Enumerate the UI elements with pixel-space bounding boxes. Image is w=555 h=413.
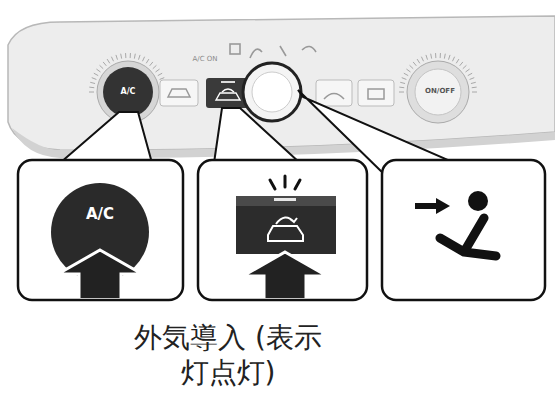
ac-button-callout bbox=[58, 250, 142, 298]
dial-ticks bbox=[421, 57, 423, 62]
dial-ticks bbox=[463, 65, 467, 68]
recirculation-button-callout bbox=[284, 176, 287, 187]
mode-icons bbox=[230, 44, 316, 58]
dial-ticks bbox=[470, 78, 475, 80]
mode-icons bbox=[230, 44, 240, 54]
fresh-air-icon bbox=[415, 191, 496, 256]
recirculation-button-callout bbox=[274, 198, 296, 201]
control-panel bbox=[160, 80, 198, 106]
dial-ticks bbox=[142, 57, 144, 62]
panel-label: A/C ON bbox=[192, 56, 217, 64]
recirculation-button-callout bbox=[236, 176, 336, 298]
dial-ticks bbox=[402, 78, 407, 80]
dial-ticks bbox=[160, 78, 165, 80]
fresh-air-icon bbox=[468, 191, 488, 211]
mode-icons bbox=[250, 46, 316, 58]
dial-ticks bbox=[444, 54, 446, 59]
dial-ticks bbox=[406, 69, 410, 72]
recirculation-button-callout bbox=[276, 217, 297, 224]
dial-ticks bbox=[158, 73, 162, 75]
dial-ticks bbox=[92, 78, 97, 80]
dial-ticks bbox=[468, 73, 472, 75]
dial-ticks bbox=[466, 69, 470, 72]
control-panel bbox=[316, 80, 352, 106]
dial-ticks bbox=[410, 65, 414, 68]
control-panel bbox=[358, 80, 394, 106]
caption: 外気導入 (表示灯点灯) bbox=[128, 320, 328, 390]
control-panel bbox=[221, 81, 235, 83]
dial-ticks bbox=[452, 57, 454, 62]
dial-ticks bbox=[153, 65, 157, 68]
dial-ticks bbox=[125, 53, 126, 58]
dial-ticks bbox=[90, 82, 95, 83]
fresh-air-icon bbox=[415, 203, 438, 209]
dial-ticks bbox=[156, 69, 160, 72]
control-panel bbox=[407, 61, 469, 123]
dial-ticks bbox=[440, 53, 441, 58]
recirculation-button-callout bbox=[236, 196, 336, 206]
control-panel bbox=[222, 89, 234, 92]
dial-ticks bbox=[111, 57, 113, 62]
dial-ticks bbox=[107, 59, 110, 63]
dial-ticks bbox=[449, 55, 451, 60]
dial-ticks bbox=[430, 54, 432, 59]
control-panel bbox=[168, 89, 190, 97]
leader-lines bbox=[214, 108, 300, 163]
dial-ticks bbox=[435, 53, 436, 58]
dial-ticks bbox=[89, 92, 94, 93]
recirculation-button-callout bbox=[270, 180, 275, 189]
fresh-air-icon bbox=[436, 198, 450, 214]
dial-ticks bbox=[472, 92, 477, 93]
callout-frames bbox=[382, 160, 545, 300]
dial-ticks bbox=[150, 62, 153, 66]
control-panel bbox=[324, 94, 344, 100]
dial-ticks bbox=[130, 53, 131, 58]
dial-ticks bbox=[94, 73, 98, 75]
dial-ticks bbox=[426, 55, 428, 60]
dial-ticks bbox=[417, 59, 420, 63]
leader-lines bbox=[60, 112, 152, 163]
dial-ticks bbox=[139, 55, 141, 60]
dial-ticks bbox=[146, 59, 149, 63]
recirculation-button-callout bbox=[236, 196, 336, 254]
recirculation-button-callout bbox=[268, 226, 303, 241]
recirculation-button-callout bbox=[270, 176, 300, 189]
dial-ticks bbox=[400, 82, 405, 83]
dial-ticks bbox=[404, 73, 408, 75]
dial-ticks bbox=[120, 54, 122, 59]
control-panel bbox=[252, 72, 292, 112]
recirculation-button-callout bbox=[243, 252, 327, 298]
control-panel bbox=[8, 16, 555, 150]
dial-ticks bbox=[100, 65, 104, 68]
knob-label: ON/OFF bbox=[425, 88, 455, 96]
dial-ticks bbox=[413, 62, 416, 66]
button-label: A/C bbox=[86, 206, 114, 223]
dial-ticks bbox=[89, 87, 94, 89]
dial-ticks bbox=[472, 87, 477, 89]
dial-ticks bbox=[134, 54, 136, 59]
control-panel bbox=[415, 69, 461, 115]
dial-ticks bbox=[399, 87, 404, 89]
dial-ticks bbox=[96, 69, 100, 72]
recirculation-button-callout bbox=[295, 180, 300, 189]
dial-ticks bbox=[456, 59, 459, 63]
control-panel bbox=[103, 67, 153, 117]
fresh-air-icon bbox=[440, 218, 496, 256]
dial-ticks bbox=[399, 92, 404, 93]
dial-ticks bbox=[460, 62, 463, 66]
ac-button-callout bbox=[51, 183, 149, 298]
dial-ticks bbox=[471, 82, 476, 83]
dial-ticks bbox=[103, 62, 106, 66]
control-panel bbox=[216, 93, 240, 100]
dial-ticks bbox=[116, 55, 118, 60]
control-panel bbox=[243, 63, 301, 121]
control-panel bbox=[368, 89, 384, 99]
button-label: A/C bbox=[121, 88, 136, 97]
